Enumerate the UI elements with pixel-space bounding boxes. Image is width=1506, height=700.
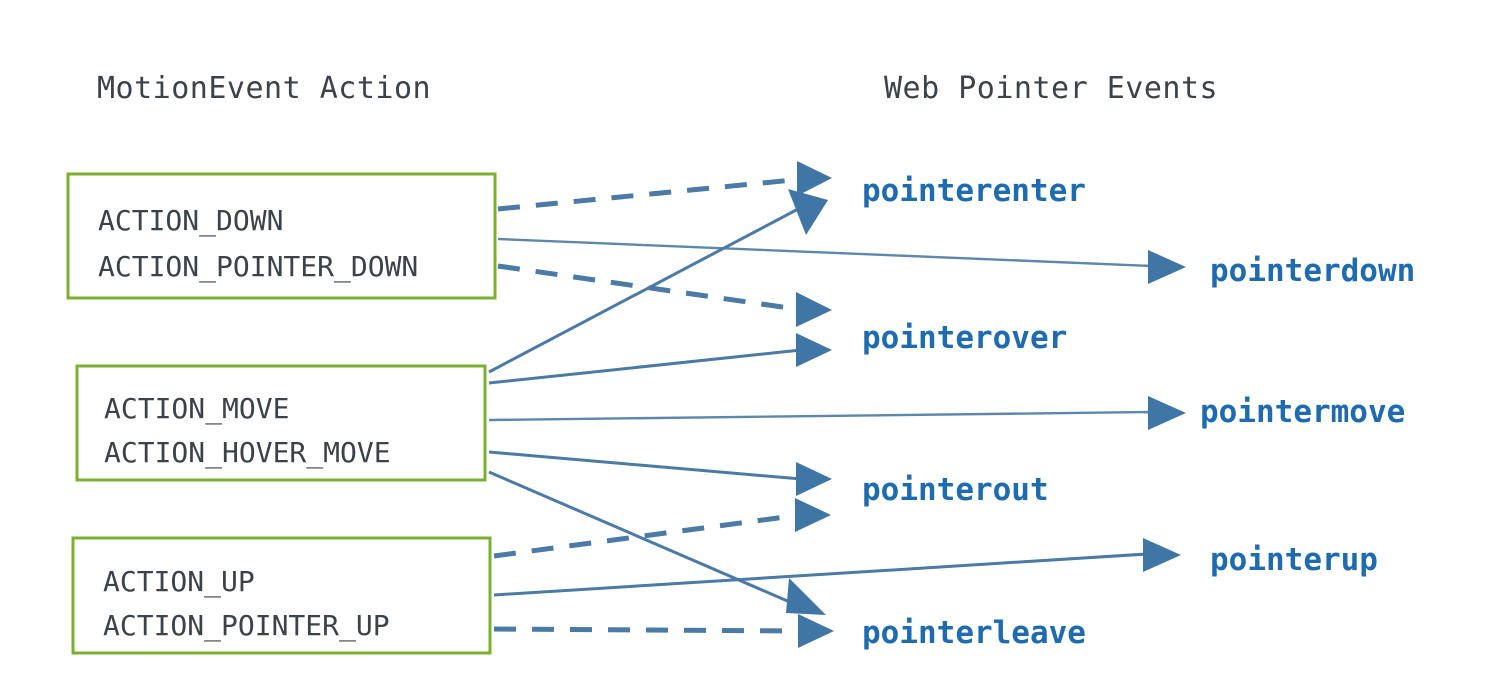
action-box-up[interactable]: ACTION_UP ACTION_POINTER_UP [71,536,492,655]
connector-up-to-pointerup [493,538,1181,597]
connector-down-to-pointerover [497,263,832,327]
action-box-up-line-2: ACTION_POINTER_UP [103,609,390,643]
connector-down-to-pointerenter [497,161,832,212]
action-box-down-line-1: ACTION_DOWN [98,204,283,238]
column-header-right: Web Pointer Events [884,71,1218,106]
connector-up-to-pointerleave [493,614,834,648]
event-label-pointerdown[interactable]: pointerdown [1210,253,1415,289]
event-label-pointerover[interactable]: pointerover [862,320,1067,356]
event-label-pointerup[interactable]: pointerup [1210,542,1378,578]
connector-move-to-pointermove [488,396,1186,430]
action-box-down-line-2: ACTION_POINTER_DOWN [98,250,418,284]
column-header-left: MotionEvent Action [97,71,431,106]
action-box-move-line-1: ACTION_MOVE [104,392,289,426]
event-label-pointerout[interactable]: pointerout [862,472,1049,508]
connector-up-to-pointerout [493,498,831,559]
connector-down-to-pointerdown [497,237,1186,284]
action-box-up-line-1: ACTION_UP [103,565,255,599]
action-box-move[interactable]: ACTION_MOVE ACTION_HOVER_MOVE [75,364,487,482]
event-label-pointermove[interactable]: pointermove [1200,394,1405,430]
action-box-down[interactable]: ACTION_DOWN ACTION_POINTER_DOWN [66,172,497,300]
action-box-move-line-2: ACTION_HOVER_MOVE [104,436,391,470]
event-label-pointerenter[interactable]: pointerenter [862,173,1086,209]
event-label-pointerleave[interactable]: pointerleave [862,615,1086,651]
connector-move-to-pointerleave [488,470,826,615]
connector-move-to-pointerenter [488,189,828,374]
connector-move-to-pointerout [488,450,832,496]
connector-move-to-pointerover [488,333,832,385]
